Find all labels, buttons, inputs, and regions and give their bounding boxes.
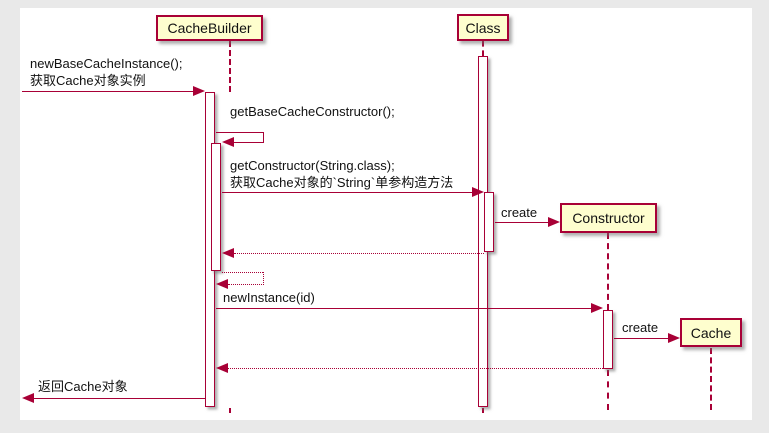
message-2-arrowhead bbox=[222, 137, 234, 147]
message-2-label: getBaseCacheConstructor(); bbox=[230, 104, 395, 119]
message-10-label: 返回Cache对象 bbox=[38, 379, 128, 394]
message-6-line-vert bbox=[263, 272, 264, 285]
participant-cachebuilder-label: CacheBuilder bbox=[167, 20, 252, 36]
message-2-line-vert bbox=[263, 132, 264, 143]
message-1-arrowhead bbox=[193, 86, 205, 96]
message-8-line bbox=[614, 338, 670, 339]
message-2-line-top bbox=[216, 132, 263, 133]
message-8-arrowhead bbox=[668, 333, 680, 343]
message-10-line bbox=[34, 398, 205, 399]
lifeline-cachebuilder bbox=[229, 41, 231, 92]
lifeline-cache bbox=[710, 348, 712, 410]
message-4-line bbox=[495, 222, 550, 223]
message-3-arrowhead bbox=[472, 187, 484, 197]
message-3-line bbox=[222, 192, 474, 193]
lifeline-class-stub bbox=[482, 408, 484, 413]
message-6-arrowhead bbox=[216, 279, 228, 289]
lifeline-cachebuilder-stub bbox=[229, 408, 231, 413]
message-7-label: newInstance(id) bbox=[223, 290, 315, 305]
message-10-arrowhead bbox=[22, 393, 34, 403]
lifeline-constructor-lower bbox=[607, 370, 609, 410]
message-8-label: create bbox=[622, 320, 659, 335]
message-1-label-line1: newBaseCacheInstance(); bbox=[30, 56, 183, 71]
message-4-label: create bbox=[501, 205, 538, 220]
participant-class: Class bbox=[457, 14, 509, 41]
message-3-label-line1: getConstructor(String.class); bbox=[230, 158, 395, 173]
activation-constructor bbox=[603, 310, 613, 369]
message-7-arrowhead bbox=[591, 303, 603, 313]
message-1-label-line2: 获取Cache对象实例 bbox=[30, 73, 146, 88]
participant-class-label: Class bbox=[465, 19, 501, 36]
lifeline-constructor-upper bbox=[607, 233, 609, 310]
message-2-line-bottom bbox=[233, 142, 264, 143]
participant-constructor: Constructor bbox=[560, 203, 657, 233]
message-7-line bbox=[216, 308, 594, 309]
message-6-line-top bbox=[222, 272, 263, 273]
message-3-label-line2: 获取Cache对象的`String`单参构造方法 bbox=[230, 175, 454, 190]
message-6-line-bottom bbox=[228, 284, 264, 285]
message-9-arrowhead bbox=[216, 363, 228, 373]
message-4-arrowhead bbox=[548, 217, 560, 227]
message-5-line bbox=[234, 253, 484, 254]
message-1-line bbox=[22, 91, 198, 92]
activation-class-nested bbox=[484, 192, 494, 252]
participant-cache-label: Cache bbox=[690, 324, 732, 341]
participant-cache: Cache bbox=[680, 318, 742, 347]
participant-cachebuilder: CacheBuilder bbox=[156, 15, 263, 41]
message-9-line bbox=[228, 368, 603, 369]
participant-constructor-label: Constructor bbox=[572, 210, 645, 226]
lifeline-class bbox=[482, 41, 484, 56]
message-5-arrowhead bbox=[222, 248, 234, 258]
diagram-canvas: CacheBuilder Class Constructor Cache new… bbox=[20, 8, 752, 420]
activation-cachebuilder-nested bbox=[211, 143, 221, 271]
